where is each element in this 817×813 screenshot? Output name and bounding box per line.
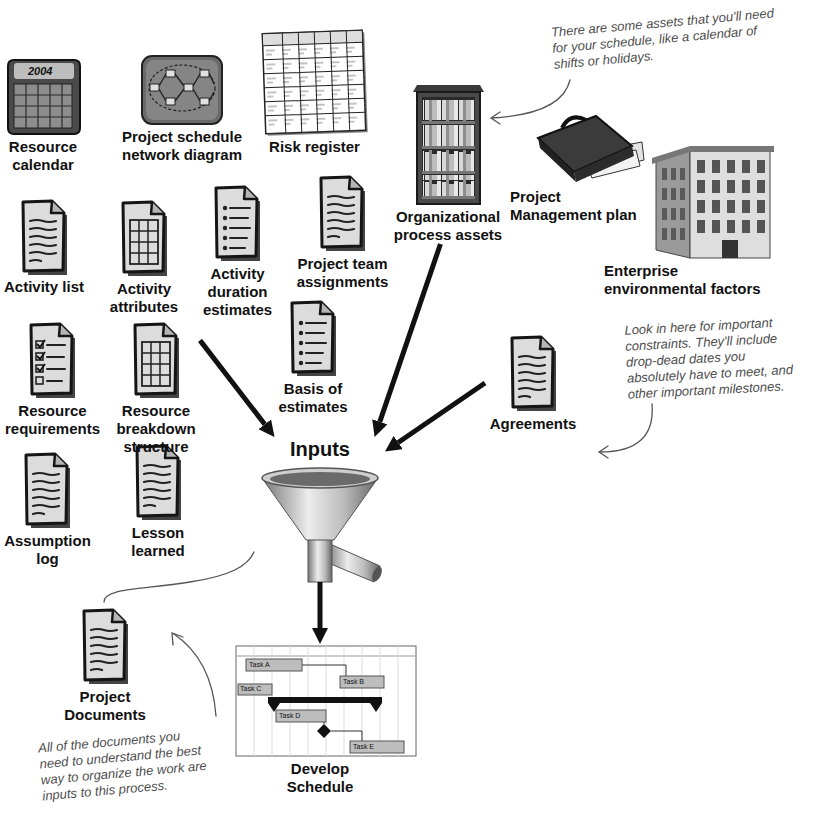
node-label: Develop Schedule	[270, 760, 370, 796]
network-diagram-icon	[142, 56, 222, 124]
node-label: Resource requirements	[0, 402, 105, 438]
flow-arrow	[200, 340, 265, 424]
callout-note: All of the documents you need to underst…	[38, 726, 215, 805]
document-node: Project team assignments	[285, 173, 400, 291]
document-node: Resource breakdown structure	[112, 320, 200, 456]
task-label: Task C	[240, 683, 272, 695]
node-label: Agreements	[485, 415, 581, 433]
node-label: Inputs	[255, 437, 385, 461]
node-label: Project Management plan	[510, 188, 650, 224]
gantt-chart-icon	[236, 646, 416, 756]
node-label: Assumption log	[0, 532, 95, 568]
diagram-node: Project schedule network diagram	[112, 54, 252, 164]
briefcase-icon	[538, 116, 644, 182]
flow-arrow	[318, 582, 323, 628]
document-icons	[23, 177, 556, 684]
document-node: Resource requirements	[0, 320, 105, 438]
node-label: Organizational process assets	[385, 208, 511, 244]
node-label: Project schedule network diagram	[112, 128, 252, 164]
callout-note: There are some assets that you'll need f…	[550, 5, 778, 72]
task-label: Task A	[249, 659, 299, 671]
environment-node: Enterprise environmental factors	[604, 138, 776, 298]
document-node: Lesson learned	[118, 442, 198, 560]
document-node: Activity attributes	[100, 198, 188, 316]
document-node: Agreements	[485, 333, 581, 433]
document-node: Activity list	[0, 196, 88, 296]
node-label: Activity duration estimates	[195, 265, 280, 319]
node-label: Resource breakdown structure	[112, 402, 200, 456]
node-label: Risk register	[262, 138, 367, 156]
task-label: Task B	[343, 676, 383, 688]
task-label: Task E	[353, 741, 403, 753]
callout-note: Look in here for important constraints. …	[624, 313, 808, 402]
node-label: Resource calendar	[2, 138, 84, 174]
node-label: Project Documents	[58, 688, 152, 724]
document-node: Assumption log	[0, 450, 95, 568]
node-label: Activity attributes	[100, 280, 188, 316]
building-icon	[652, 146, 774, 258]
input-funnel: Inputs	[255, 437, 385, 582]
node-label: Activity list	[0, 278, 88, 296]
schedule-output: Develop Schedule	[270, 644, 370, 796]
document-node: Activity duration estimates	[195, 183, 280, 319]
calendar-year: 2004	[28, 64, 72, 78]
flow-arrow	[398, 383, 485, 442]
node-label: Lesson learned	[118, 524, 198, 560]
register-node: Risk register	[262, 28, 367, 156]
node-label: Project team assignments	[285, 255, 400, 291]
asset-node: Organizational process assets	[385, 84, 511, 244]
plan-node: Project Management plan	[510, 108, 650, 224]
funnel-icon	[262, 468, 384, 583]
risk-register-icon	[262, 30, 367, 135]
calendar-icon	[8, 60, 80, 134]
document-node: Project Documents	[58, 606, 152, 724]
flow-arrow	[380, 244, 441, 422]
task-label: Task D	[279, 710, 324, 722]
node-label: Enterprise environmental factors	[604, 262, 776, 298]
document-node: Basis of estimates	[272, 298, 354, 416]
bookshelf-icon	[413, 85, 484, 204]
node-label: Basis of estimates	[272, 380, 354, 416]
leader-lines	[104, 80, 652, 716]
